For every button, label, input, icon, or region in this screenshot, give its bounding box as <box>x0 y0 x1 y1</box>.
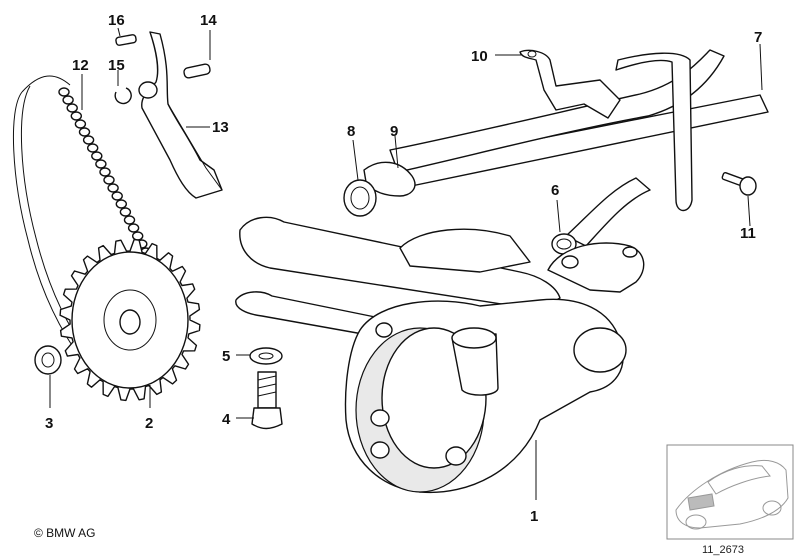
chain-link <box>86 143 99 153</box>
nut <box>34 345 62 375</box>
chain-link <box>95 159 107 169</box>
callout-16: 16 <box>108 12 125 29</box>
circlip <box>114 87 132 105</box>
gasket-ring-8 <box>343 179 377 217</box>
callout-5: 5 <box>222 348 230 365</box>
oil-pipe <box>363 49 769 247</box>
callout-1: 1 <box>530 508 538 525</box>
bracket <box>519 49 621 119</box>
chain-link <box>131 231 144 241</box>
chain-link <box>82 135 95 145</box>
callout-8: 8 <box>347 123 355 140</box>
tensioner-rail <box>138 31 223 199</box>
chain-link <box>99 167 111 177</box>
bolt-4 <box>251 371 283 430</box>
callout-12: 12 <box>72 57 89 74</box>
callout-14: 14 <box>200 12 217 29</box>
chain-link <box>127 223 140 233</box>
callout-10: 10 <box>471 48 488 65</box>
oil-pump <box>235 216 645 494</box>
callout-9: 9 <box>390 123 398 140</box>
callout-4: 4 <box>222 411 231 428</box>
timing-chain <box>12 75 156 361</box>
chain-link <box>66 103 78 113</box>
vehicle-thumbnail <box>666 444 794 540</box>
chain-link <box>70 111 83 121</box>
bolt-11 <box>721 172 757 196</box>
chain-link <box>107 183 119 193</box>
pin <box>115 34 137 46</box>
chain-link <box>115 199 128 209</box>
leader-lines <box>49 27 763 500</box>
callout-2: 2 <box>145 415 153 432</box>
chain-link <box>91 151 103 161</box>
chain-link <box>111 191 123 201</box>
callout-7: 7 <box>754 29 762 46</box>
chain-link <box>58 87 70 97</box>
thumbnail-code: 11_2673 <box>702 544 744 556</box>
chain-link <box>103 175 115 185</box>
callout-6: 6 <box>551 182 559 199</box>
chain-link <box>74 119 87 129</box>
callout-15: 15 <box>108 57 125 74</box>
callout-13: 13 <box>212 119 229 136</box>
chain-link <box>78 127 91 137</box>
callout-11: 11 <box>740 225 756 242</box>
sprocket <box>59 238 201 402</box>
car-outline-icon <box>675 459 789 530</box>
gasket-ring-6 <box>551 233 577 255</box>
copyright-notice: © BMW AG <box>34 526 96 540</box>
chain-link <box>123 215 136 225</box>
washer-5 <box>249 347 283 365</box>
callout-3: 3 <box>45 415 53 432</box>
chain-link <box>62 95 74 105</box>
bearing-pin <box>183 63 211 79</box>
chain-link <box>119 207 132 217</box>
